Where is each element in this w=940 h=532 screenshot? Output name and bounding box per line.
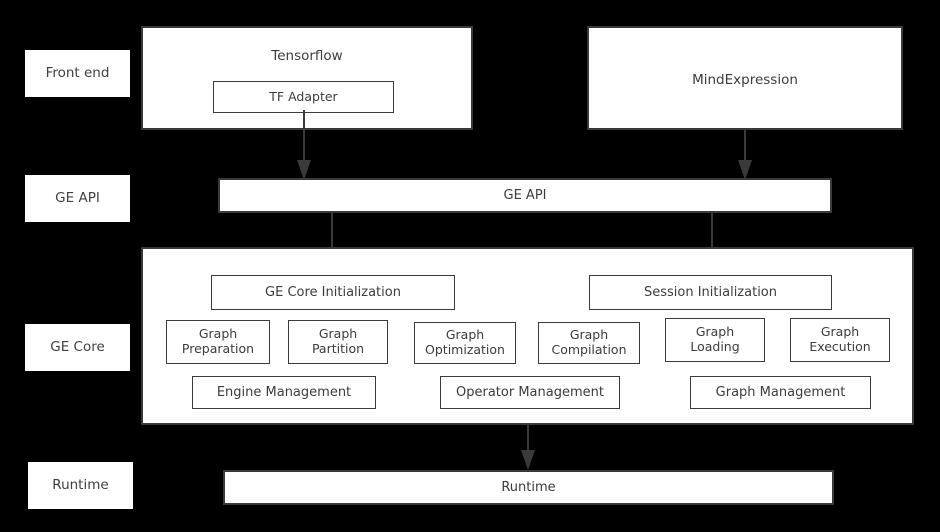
layer-label-runtime: Runtime (28, 462, 133, 509)
node-ge-core-initialization[interactable]: GE Core Initialization (211, 275, 455, 310)
node-graph-execution[interactable]: Graph Execution (790, 318, 890, 362)
connector-ge-core-to-runtime (521, 424, 535, 470)
node-tf-adapter[interactable]: TF Adapter (213, 81, 394, 113)
framework-tensorflow[interactable]: Tensorflow (141, 26, 473, 130)
node-graph-management[interactable]: Graph Management (690, 376, 871, 409)
node-graph-partition[interactable]: Graph Partition (288, 320, 388, 364)
framework-tensorflow-label: Tensorflow (271, 48, 343, 64)
runtime-bar[interactable]: Runtime (223, 470, 834, 505)
node-graph-preparation[interactable]: Graph Preparation (166, 320, 270, 364)
node-session-initialization[interactable]: Session Initialization (589, 275, 832, 310)
framework-mindexpression-label: MindExpression (692, 72, 798, 88)
layer-label-ge-core: GE Core (25, 324, 130, 371)
node-graph-loading[interactable]: Graph Loading (665, 318, 765, 362)
node-graph-compilation[interactable]: Graph Compilation (538, 322, 640, 364)
connector-mindexpression-to-ge-api (738, 128, 752, 180)
ge-api-bar[interactable]: GE API (218, 178, 832, 213)
node-engine-management[interactable]: Engine Management (192, 376, 376, 409)
layer-label-front-end: Front end (25, 50, 130, 97)
layer-label-ge-api: GE API (25, 175, 130, 222)
node-graph-optimization[interactable]: Graph Optimization (414, 322, 516, 364)
framework-mindexpression[interactable]: MindExpression (587, 26, 903, 130)
node-operator-management[interactable]: Operator Management (440, 376, 620, 409)
